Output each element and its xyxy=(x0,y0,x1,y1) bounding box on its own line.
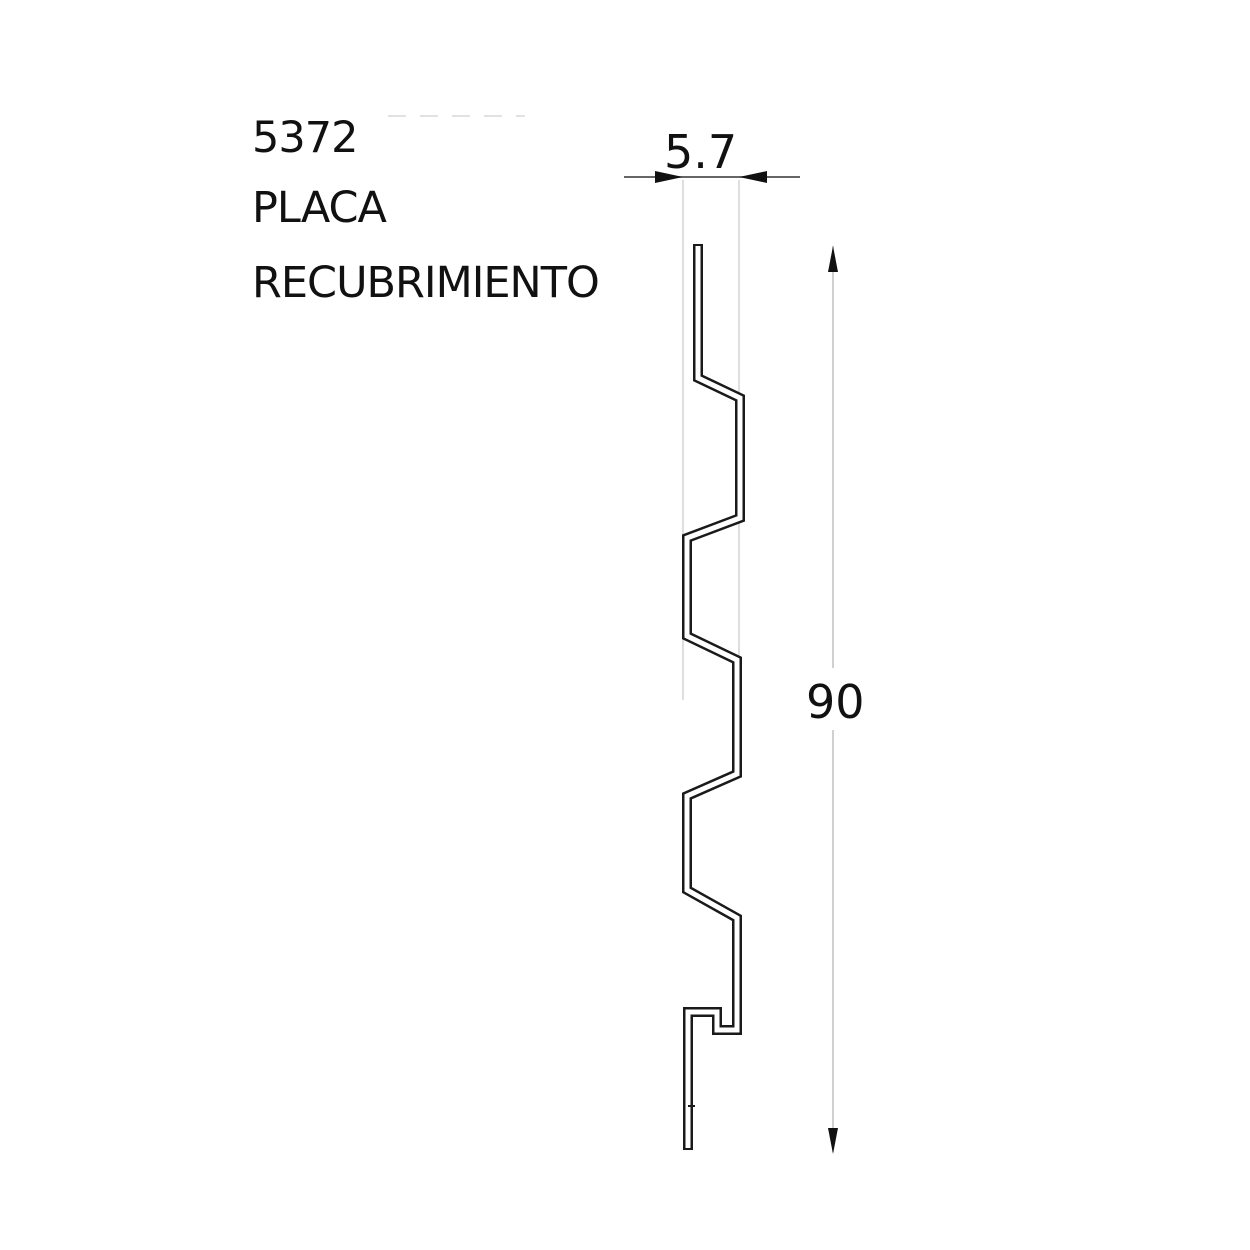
width-dimension-label: 5.7 xyxy=(664,125,737,179)
product-name-line1: PLACA xyxy=(252,183,388,233)
profile-cross-section xyxy=(682,244,745,1150)
product-code: 5372 xyxy=(252,113,357,163)
product-name-line2: RECUBRIMIENTO xyxy=(252,258,599,308)
width-arrow-right xyxy=(739,171,767,183)
height-arrow-top xyxy=(828,246,838,272)
height-arrow-bottom xyxy=(828,1128,838,1154)
height-dimension-label: 90 xyxy=(806,675,865,729)
width-arrow-left xyxy=(655,171,683,183)
